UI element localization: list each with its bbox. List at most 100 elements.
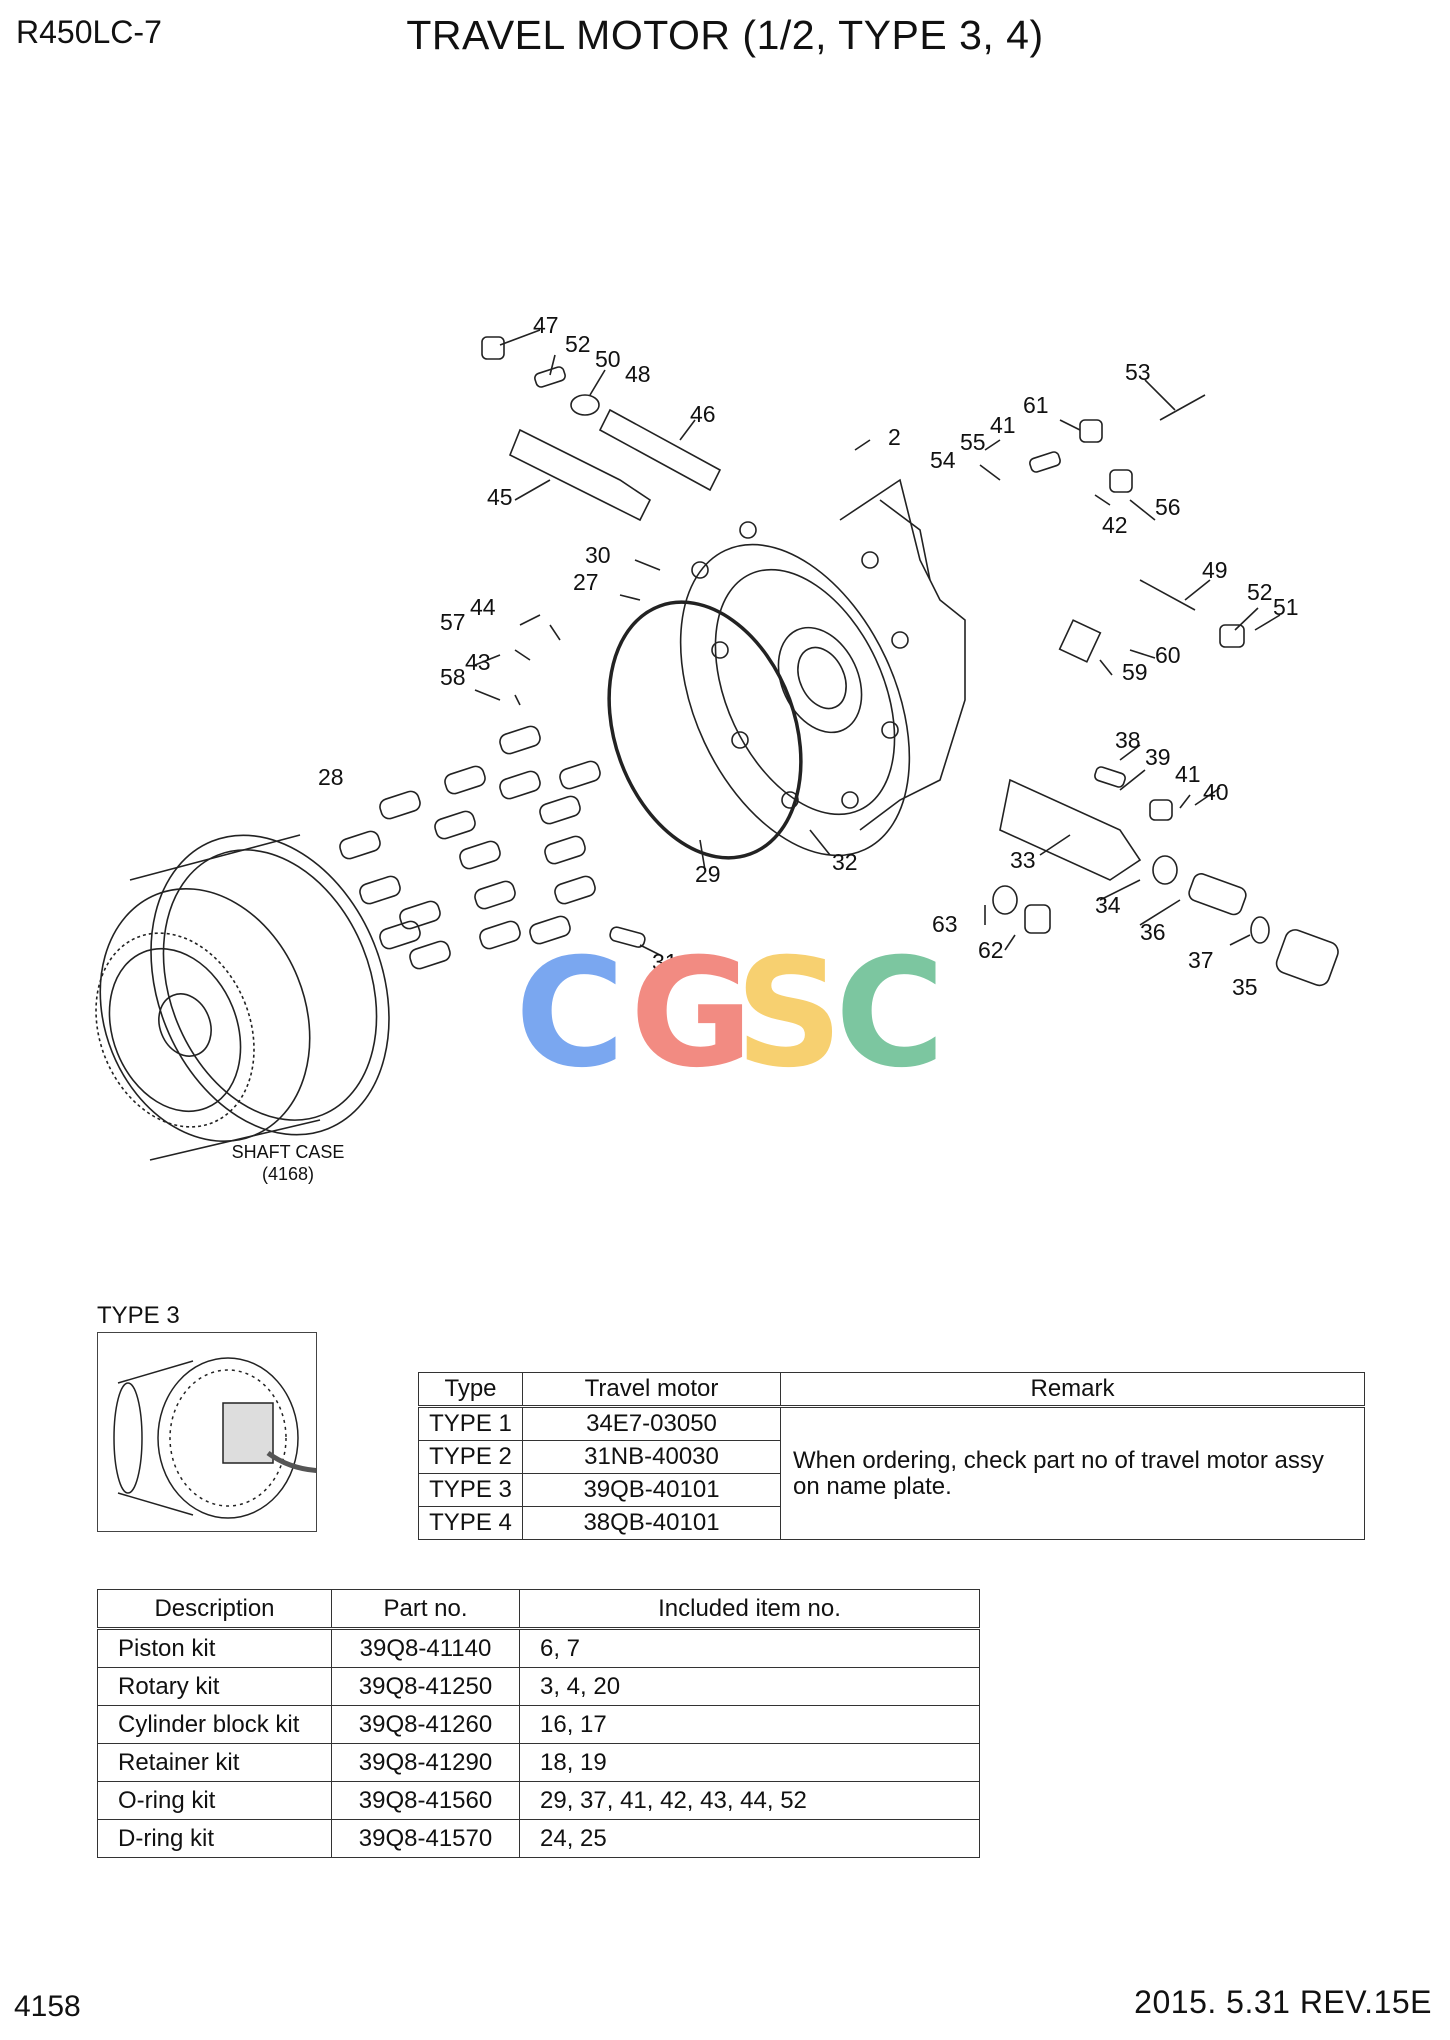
callout: 63 — [932, 911, 958, 937]
revision-date: 2015. 5.31 REV.15E — [1134, 1984, 1432, 2020]
callout: 39 — [1145, 744, 1171, 770]
page-number: 4158 — [14, 1990, 81, 2023]
part-48-drawing — [570, 394, 600, 416]
type-cell: TYPE 2 — [418, 1440, 523, 1474]
type3-thumbnail — [97, 1332, 379, 1532]
part-47-drawing — [481, 336, 505, 360]
header-cell: Part no. — [331, 1589, 520, 1630]
part-no-cell: 39Q8-41250 — [331, 1667, 520, 1706]
callout: 31 — [652, 949, 678, 975]
part-no-cell: 39Q8-41140 — [331, 1628, 520, 1668]
type-cell: TYPE 3 — [418, 1473, 523, 1507]
callout: 43 — [465, 649, 491, 675]
table-row: TYPE 4 38QB-40101 — [418, 1506, 1365, 1540]
header-cell: Travel motor — [522, 1372, 781, 1408]
callout: 47 — [533, 312, 559, 338]
callout: 2 — [888, 424, 901, 450]
callout: 56 — [1155, 494, 1181, 520]
part-31-drawing — [609, 926, 646, 948]
exploded-parts-diagram: 47 52 50 48 46 45 2 53 61 41 55 54 56 42… — [95, 312, 1339, 1184]
motor-cell: 38QB-40101 — [522, 1506, 781, 1540]
watermark-letter: S — [735, 927, 843, 1101]
watermark-letter: G — [630, 927, 753, 1101]
table-row: Rotary kit 39Q8-41250 3, 4, 20 — [97, 1667, 980, 1706]
header-cell: Type — [418, 1372, 523, 1408]
part-no-cell: 39Q8-41560 — [331, 1781, 520, 1820]
motor-cell: 39QB-40101 — [522, 1473, 781, 1507]
callout: 34 — [1095, 892, 1121, 918]
description-cell: D-ring kit — [97, 1819, 332, 1858]
o-ring-29-drawing — [607, 600, 803, 860]
included-items-cell: 18, 19 — [519, 1743, 980, 1782]
shaft-case-ref: (4168) — [262, 1164, 314, 1184]
table-row: Piston kit 39Q8-41140 6, 7 — [97, 1628, 980, 1668]
callout: 51 — [1273, 594, 1299, 620]
part-53-drawing — [1159, 394, 1206, 421]
part-50-drawing — [534, 366, 566, 388]
remark-cell: When ordering, check part no of travel m… — [780, 1406, 1365, 1540]
callout: 27 — [573, 569, 599, 595]
header-cell: Remark — [780, 1372, 1365, 1408]
motor-housing-drawing — [679, 478, 966, 857]
included-items-cell: 24, 25 — [519, 1819, 980, 1858]
table-row: O-ring kit 39Q8-41560 29, 37, 41, 42, 43… — [97, 1781, 980, 1820]
description-cell: Cylinder block kit — [97, 1705, 332, 1744]
type3-motor-image — [113, 1357, 379, 1519]
part-40-drawing — [1149, 799, 1173, 821]
header-cell: Description — [97, 1589, 332, 1630]
callout: 55 — [960, 429, 986, 455]
part-34-drawing — [1152, 855, 1178, 885]
table-row: TYPE 2 31NB-40030 — [418, 1440, 1365, 1474]
description-cell: Piston kit — [97, 1628, 332, 1668]
table-row: D-ring kit 39Q8-41570 24, 25 — [97, 1819, 980, 1858]
type-table-header: Type Travel motor Remark — [418, 1372, 1365, 1408]
callout: 53 — [1125, 359, 1151, 385]
included-items-cell: 6, 7 — [519, 1628, 980, 1668]
part-37-drawing — [1250, 916, 1270, 944]
callout: 60 — [1155, 642, 1181, 668]
part-45-drawing — [508, 428, 652, 522]
type-cell: TYPE 4 — [418, 1506, 523, 1540]
part-55-drawing — [1029, 451, 1061, 473]
watermark-logo: C G S C — [515, 927, 945, 1101]
callout: 30 — [585, 542, 611, 568]
type-table: Type Travel motor Remark TYPE 1 34E7-030… — [418, 1372, 1365, 1540]
description-cell: Retainer kit — [97, 1743, 332, 1782]
part-51-drawing — [1219, 624, 1245, 648]
callout: 52 — [565, 331, 591, 357]
part-56-drawing — [1109, 469, 1133, 493]
remark-line: on name plate. — [793, 1472, 952, 1500]
callout: 52 — [1247, 579, 1273, 605]
description-cell: O-ring kit — [97, 1781, 332, 1820]
shaft-case-label: SHAFT CASE — [232, 1142, 345, 1162]
part-35-drawing — [1275, 929, 1339, 987]
callout: 54 — [930, 447, 956, 473]
table-row: TYPE 3 39QB-40101 — [418, 1473, 1365, 1507]
header-cell: Included item no. — [519, 1589, 980, 1630]
callout: 33 — [1010, 847, 1036, 873]
callout: 57 — [440, 609, 466, 635]
included-items-cell: 3, 4, 20 — [519, 1667, 980, 1706]
diagram-drawing — [95, 329, 1339, 1161]
callout: 49 — [1202, 557, 1228, 583]
callout: 28 — [318, 764, 344, 790]
callout: 29 — [695, 861, 721, 887]
part-59-drawing — [1058, 619, 1102, 663]
table-row: Retainer kit 39Q8-41290 18, 19 — [97, 1743, 980, 1782]
part-39-drawing — [1094, 766, 1126, 788]
description-cell: Rotary kit — [97, 1667, 332, 1706]
part-62-drawing — [1024, 904, 1051, 934]
callout: 42 — [1102, 512, 1128, 538]
callout: 35 — [1232, 974, 1258, 1000]
watermark-letter: C — [835, 927, 945, 1101]
callout: 44 — [470, 594, 496, 620]
motor-cell: 31NB-40030 — [522, 1440, 781, 1474]
part-no-cell: 39Q8-41260 — [331, 1705, 520, 1744]
callout: 41 — [1175, 761, 1201, 787]
springs-drawing — [339, 725, 601, 970]
table-row: Cylinder block kit 39Q8-41260 16, 17 — [97, 1705, 980, 1744]
watermark-letter: C — [515, 927, 625, 1101]
callout: 37 — [1188, 947, 1214, 973]
callout: 45 — [487, 484, 513, 510]
part-no-cell: 39Q8-41570 — [331, 1819, 520, 1858]
